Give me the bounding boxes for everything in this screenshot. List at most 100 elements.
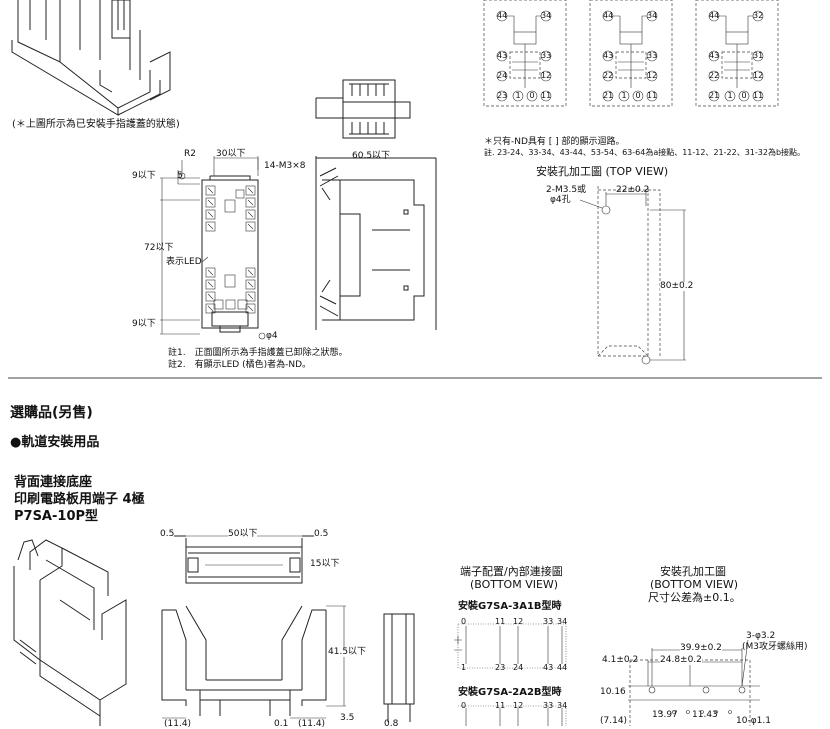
terminal-circle [738, 90, 750, 102]
dim-114b: (11.4) [298, 719, 326, 729]
wiring-terminal-number: 23 [495, 663, 506, 672]
dim-08: 0.8 [384, 719, 399, 729]
terminal-circle [724, 90, 736, 102]
terminal-screw-slot [207, 211, 214, 218]
terminal-circle [496, 90, 508, 102]
wiring-sub-1: 安裝G7SA-3A1B型時 [458, 601, 562, 612]
mount2-title-3: 尺寸公差為±0.1。 [648, 591, 741, 604]
p7sa-side-view [383, 613, 415, 722]
terminal-number: 0 [635, 91, 641, 100]
socket-side-view [315, 79, 411, 139]
terminal-screw-slot [247, 305, 254, 312]
terminal-screw-slot [247, 199, 254, 206]
terminal-number: 31 [753, 51, 764, 60]
coil-wires [719, 15, 753, 32]
terminal-screw-slot [247, 281, 254, 288]
product-line-3: P7SA-10P型 [14, 509, 99, 524]
led-circuit-box [615, 51, 647, 79]
terminal-screw-slot [247, 211, 254, 218]
wiring-title-2: (BOTTOM VIEW) [470, 578, 559, 591]
terminal-screw [205, 185, 216, 196]
terminal-screw [205, 209, 216, 220]
mount2-10phi: 10-φ1.1 [736, 716, 771, 726]
wiring-terminal-number: 0 [461, 617, 467, 626]
mount-hole-plan-bottom [628, 639, 760, 726]
wiring-terminal-number: 1 [461, 663, 467, 672]
terminal-screw-slot [207, 293, 214, 300]
wiring-sub-2: 安裝G7SA-2A2B型時 [458, 687, 562, 698]
mount2-m3: (M3攻牙螺絲用) [742, 642, 808, 652]
circuit-outline [695, 0, 779, 107]
dim-114a: (11.4) [164, 719, 192, 729]
mount-m35: 2-M3.5或 [546, 185, 587, 195]
socket-front-view [201, 175, 259, 333]
section-title: 選購品(另售) [10, 405, 93, 421]
dim-9a: 9以下 [132, 171, 156, 181]
terminal-circle [602, 70, 614, 82]
terminal-number: 0 [741, 91, 747, 100]
terminal-number: 24 [497, 71, 508, 80]
terminal-circle [496, 70, 508, 82]
terminal-screw [205, 303, 216, 314]
terminal-screw [245, 221, 256, 232]
dim-35: 3.5 [340, 713, 355, 723]
dim-05a: 0.5 [160, 529, 175, 539]
terminal-circle [540, 70, 552, 82]
circuit-outline [483, 0, 567, 107]
wiring-terminal-number: 11 [495, 617, 506, 626]
terminal-number: 1 [515, 91, 521, 100]
terminal-number: 34 [647, 11, 658, 20]
terminal-number: 32 [753, 11, 764, 20]
terminal-screw-slot [247, 293, 254, 300]
terminal-number: 43 [497, 51, 508, 60]
terminal-number: 43 [709, 51, 720, 60]
terminal-screw [225, 299, 236, 310]
terminal-number: 1 [621, 91, 627, 100]
terminal-circle [708, 70, 720, 82]
dim-05b: 0.5 [314, 529, 329, 539]
terminal-number: 44 [709, 11, 720, 20]
coil-wires [507, 15, 541, 32]
note-nd: ＊只有-ND具有 [ ] 部的顯示迴路。 [484, 137, 625, 147]
terminal-screws [205, 185, 256, 314]
terminal-circle [602, 90, 614, 102]
dim-72: 72以下 [144, 243, 174, 253]
terminal-circle [496, 50, 508, 62]
wiring-terminal-number: 34 [557, 617, 568, 626]
dim-30: 30以下 [216, 149, 246, 159]
terminal-number: 43 [603, 51, 614, 60]
terminal-screw [205, 291, 216, 302]
terminal-screw [245, 185, 256, 196]
terminal-number: 33 [541, 51, 552, 60]
wiring-terminal-number: 12 [513, 617, 524, 626]
terminal-number: 12 [541, 71, 552, 80]
terminal-number: 34 [541, 11, 552, 20]
note-2: 註2. 有顯示LED (橘色)者為-ND。 [168, 360, 312, 370]
relay-contacts [724, 44, 750, 88]
mount2-phi32: 3-φ3.2 [746, 631, 776, 641]
note-contacts: 註. 23-24、33-34、43-44、53-54、63-64為a接點、11-… [484, 148, 806, 157]
dim-14m3: 14-M3×8 [264, 161, 306, 171]
terminal-screw [205, 197, 216, 208]
p7sa-front-view [161, 605, 346, 719]
relay-coil [513, 31, 537, 45]
wiring-terminal-number: 44 [557, 663, 568, 672]
note-1: 註1. 正面圖所示為手指護蓋已卸除之狀態。 [168, 348, 348, 358]
wiring-diagrams [454, 623, 567, 726]
led-circuit-box [721, 51, 753, 79]
mount2-1016: 10.16 [600, 687, 626, 697]
wiring-title-1: 端子配置/內部連接圖 [460, 565, 563, 578]
mount-phi4: φ4孔 [550, 195, 571, 205]
product-line-1: 背面連接底座 [14, 475, 93, 490]
terminal-number: 0 [529, 91, 535, 100]
terminal-number: 44 [497, 11, 508, 20]
mount2-title-2: (BOTTOM VIEW) [650, 578, 739, 591]
internal-connection-diagrams [483, 0, 779, 107]
wiring-terminal-number: 43 [543, 663, 554, 672]
mount2-1397: 13.97 [652, 710, 678, 720]
dim-phi4: φ4 [266, 331, 278, 341]
mount2-399: 39.9±0.2 [680, 643, 722, 653]
terminal-screw [205, 221, 216, 232]
terminal-screw-slot [207, 199, 214, 206]
